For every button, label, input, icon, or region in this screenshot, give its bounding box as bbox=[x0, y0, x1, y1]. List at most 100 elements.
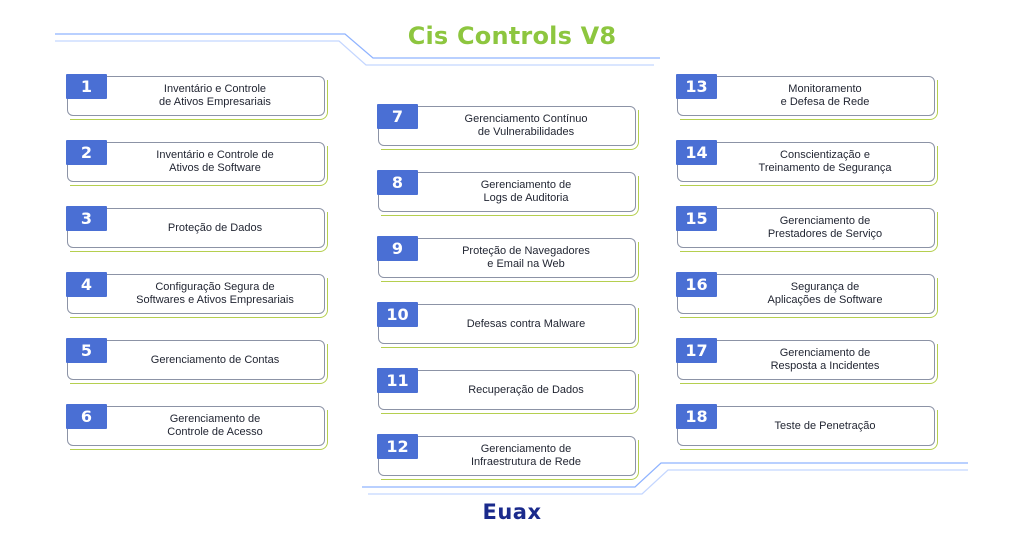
card-accent-line bbox=[381, 242, 639, 282]
control-label-line2: e Email na Web bbox=[487, 258, 565, 270]
card-accent-line bbox=[680, 146, 938, 186]
card-box bbox=[67, 406, 325, 446]
control-number: 2 bbox=[66, 140, 107, 165]
control-number: 18 bbox=[676, 404, 717, 429]
control-number: 4 bbox=[66, 272, 107, 297]
control-card-18: 18 Teste de Penetração bbox=[676, 404, 938, 450]
control-card-5: 5 Gerenciamento de Contas bbox=[66, 338, 328, 384]
card-accent-line bbox=[70, 278, 328, 318]
card-box bbox=[378, 106, 636, 146]
card-box bbox=[378, 172, 636, 212]
card-accent-line bbox=[381, 176, 639, 216]
card-box bbox=[67, 274, 325, 314]
control-number: 13 bbox=[676, 74, 717, 99]
card-box bbox=[677, 208, 935, 248]
top-deco-line-2 bbox=[55, 40, 654, 66]
control-label-line1: Recuperação de Dados bbox=[468, 383, 584, 396]
card-box bbox=[67, 76, 325, 116]
control-label-line1: Gerenciamento Contínuo bbox=[464, 113, 588, 125]
card-accent-line bbox=[381, 308, 639, 348]
card-box bbox=[677, 340, 935, 380]
control-label-line1: Gerenciamento de Contas bbox=[150, 353, 280, 366]
control-label: Teste de Penetração bbox=[723, 406, 927, 446]
control-number: 9 bbox=[377, 236, 418, 261]
control-label-line1: Proteção de Dados bbox=[167, 221, 263, 234]
control-number: 14 bbox=[676, 140, 717, 165]
card-accent-line bbox=[381, 374, 639, 414]
control-label-line1: Configuração Segura de bbox=[155, 281, 275, 293]
control-label-line2: de Ativos Empresariais bbox=[159, 96, 271, 108]
control-label-line2: Prestadores de Serviço bbox=[767, 228, 883, 240]
card-box bbox=[677, 142, 935, 182]
card-box bbox=[378, 304, 636, 344]
top-deco-line-1 bbox=[55, 33, 660, 59]
control-label-line1: Gerenciamento de bbox=[779, 347, 871, 359]
card-box bbox=[677, 76, 935, 116]
control-label: Gerenciamento de Contas bbox=[113, 340, 317, 380]
bottom-deco-line-1 bbox=[362, 462, 968, 488]
card-accent-line bbox=[680, 410, 938, 450]
euax-logo: Euax bbox=[482, 500, 542, 524]
control-label-line1: Gerenciamento de bbox=[480, 179, 572, 191]
control-label-line2: Logs de Auditoria bbox=[483, 192, 569, 204]
control-label-line2: Softwares e Ativos Empresariais bbox=[136, 294, 294, 306]
card-accent-line bbox=[680, 278, 938, 318]
control-label-line1: Segurança de bbox=[790, 281, 860, 293]
card-accent-line bbox=[70, 212, 328, 252]
control-label-line1: Gerenciamento de bbox=[779, 215, 871, 227]
card-box bbox=[677, 406, 935, 446]
bottom-deco-line-2 bbox=[368, 469, 968, 495]
control-label-line2: Controle de Acesso bbox=[167, 426, 263, 438]
control-label-line2: e Defesa de Rede bbox=[780, 96, 870, 108]
control-label: Recuperação de Dados bbox=[424, 370, 628, 410]
control-number: 6 bbox=[66, 404, 107, 429]
control-label-line1: Defesas contra Malware bbox=[466, 317, 586, 330]
control-label-line1: Teste de Penetração bbox=[774, 419, 876, 432]
control-label-line1: Gerenciamento de bbox=[169, 413, 261, 425]
card-box bbox=[677, 274, 935, 314]
control-label-line1: Proteção de Navegadores bbox=[462, 245, 590, 257]
control-label-line2: Treinamento de Segurança bbox=[758, 162, 892, 174]
control-number: 1 bbox=[66, 74, 107, 99]
card-box bbox=[67, 208, 325, 248]
control-number: 11 bbox=[377, 368, 418, 393]
control-number: 17 bbox=[676, 338, 717, 363]
control-label-line1: Monitoramento bbox=[788, 83, 862, 95]
card-accent-line bbox=[70, 410, 328, 450]
control-number: 16 bbox=[676, 272, 717, 297]
card-accent-line bbox=[680, 80, 938, 120]
page-title: Cis Controls V8 bbox=[407, 22, 617, 50]
control-label: Defesas contra Malware bbox=[424, 304, 628, 344]
card-accent-line bbox=[381, 110, 639, 150]
control-number: 15 bbox=[676, 206, 717, 231]
control-label-line1: Inventário e Controle bbox=[163, 83, 267, 95]
control-label: Proteção de Dados bbox=[113, 208, 317, 248]
card-box bbox=[67, 142, 325, 182]
control-label-line1: Gerenciamento de bbox=[480, 443, 572, 455]
card-accent-line bbox=[70, 80, 328, 120]
card-accent-line bbox=[680, 212, 938, 252]
control-number: 7 bbox=[377, 104, 418, 129]
control-label-line2: Resposta a Incidentes bbox=[770, 360, 880, 372]
control-label-line2: Ativos de Software bbox=[169, 162, 261, 174]
